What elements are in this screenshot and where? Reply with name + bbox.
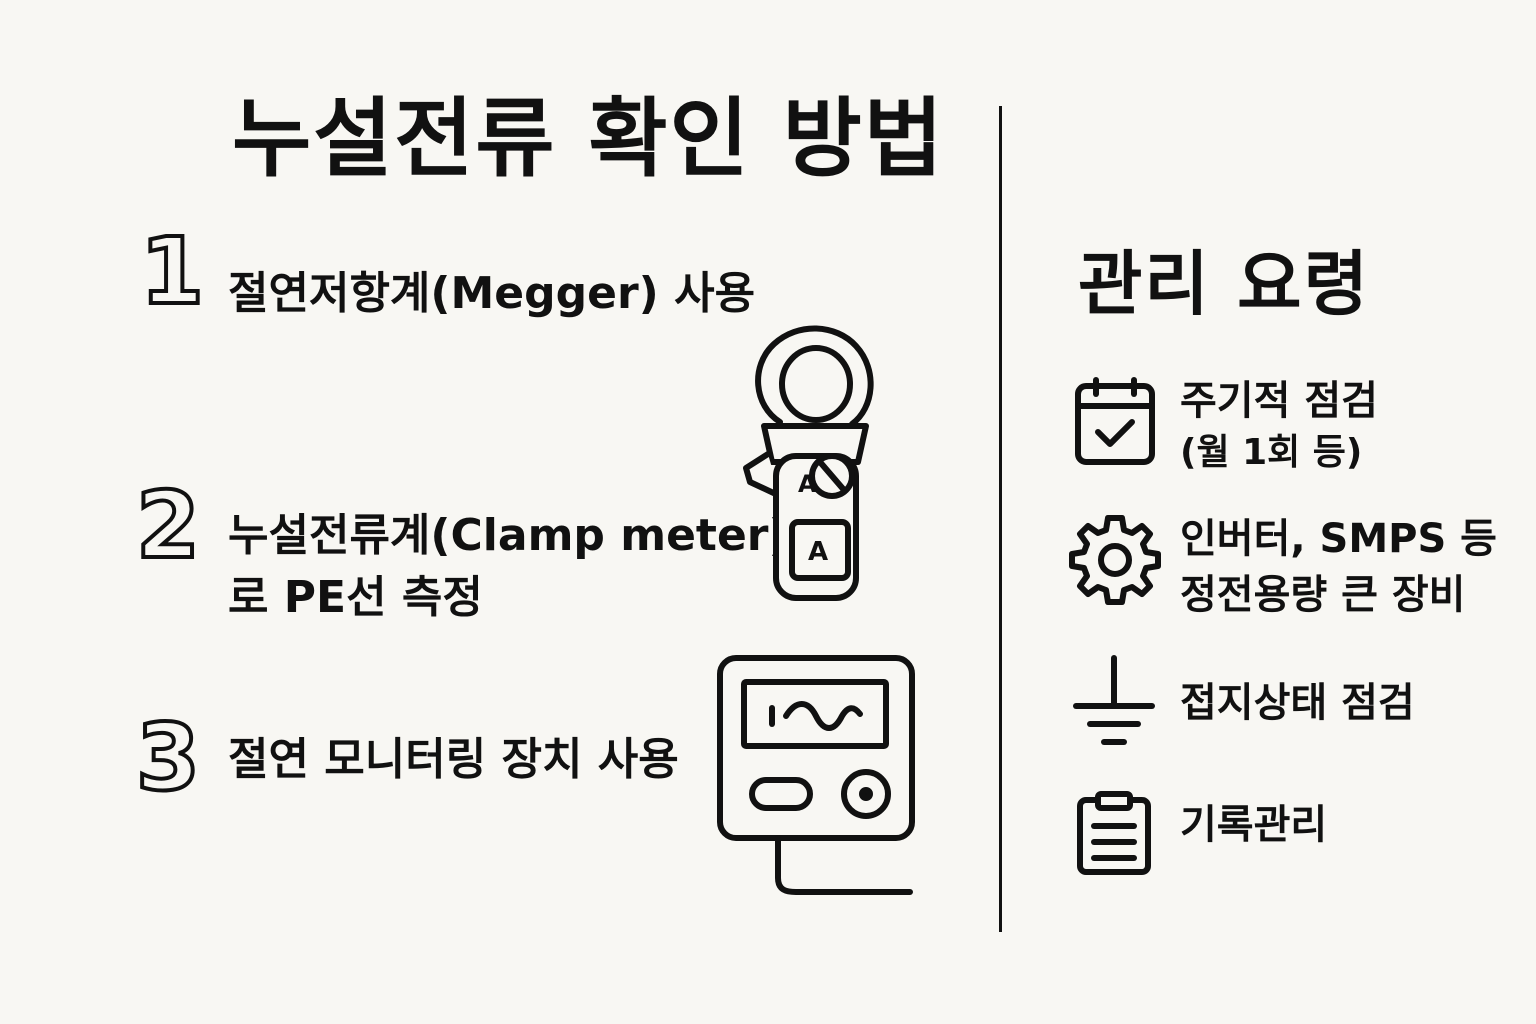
management-item-3-label: 접지상태 점검 <box>1180 680 1415 726</box>
clipboard-icon <box>1077 791 1151 875</box>
page-title: 누설전류 확인 방법 <box>232 89 945 189</box>
management-item-2-line2: 정전용량 큰 장비 <box>1180 572 1466 618</box>
step-number-3: 3 <box>134 704 202 811</box>
method-3-label: 절연 모니터링 장치 사용 <box>228 734 679 785</box>
section-divider <box>999 106 1002 932</box>
step-number-1: 1 <box>138 218 206 325</box>
method-1-label: 절연저항계(Megger) 사용 <box>228 268 756 319</box>
management-item-1-line1: 주기적 점검 <box>1180 378 1378 424</box>
clamp-meter-top-label: A <box>798 470 817 498</box>
clamp-meter-display-label: A <box>808 537 828 567</box>
management-item-2-line1: 인버터, SMPS 등 <box>1180 516 1497 562</box>
management-item-1-line2: (월 1회 등) <box>1180 432 1363 473</box>
insulation-monitor-icon <box>717 655 915 895</box>
step-number-2: 2 <box>134 472 202 579</box>
gear-icon <box>1069 515 1161 605</box>
management-item-4-label: 기록관리 <box>1180 802 1328 848</box>
calendar-check-icon <box>1075 377 1155 465</box>
method-2-label-line1: 누설전류계(Clamp meter) <box>228 510 789 561</box>
ground-icon <box>1073 655 1155 745</box>
method-2-label-line2: 로 PE선 측정 <box>228 572 483 623</box>
clamp-meter-icon: A A <box>743 325 874 601</box>
management-title: 관리 요령 <box>1078 243 1370 325</box>
